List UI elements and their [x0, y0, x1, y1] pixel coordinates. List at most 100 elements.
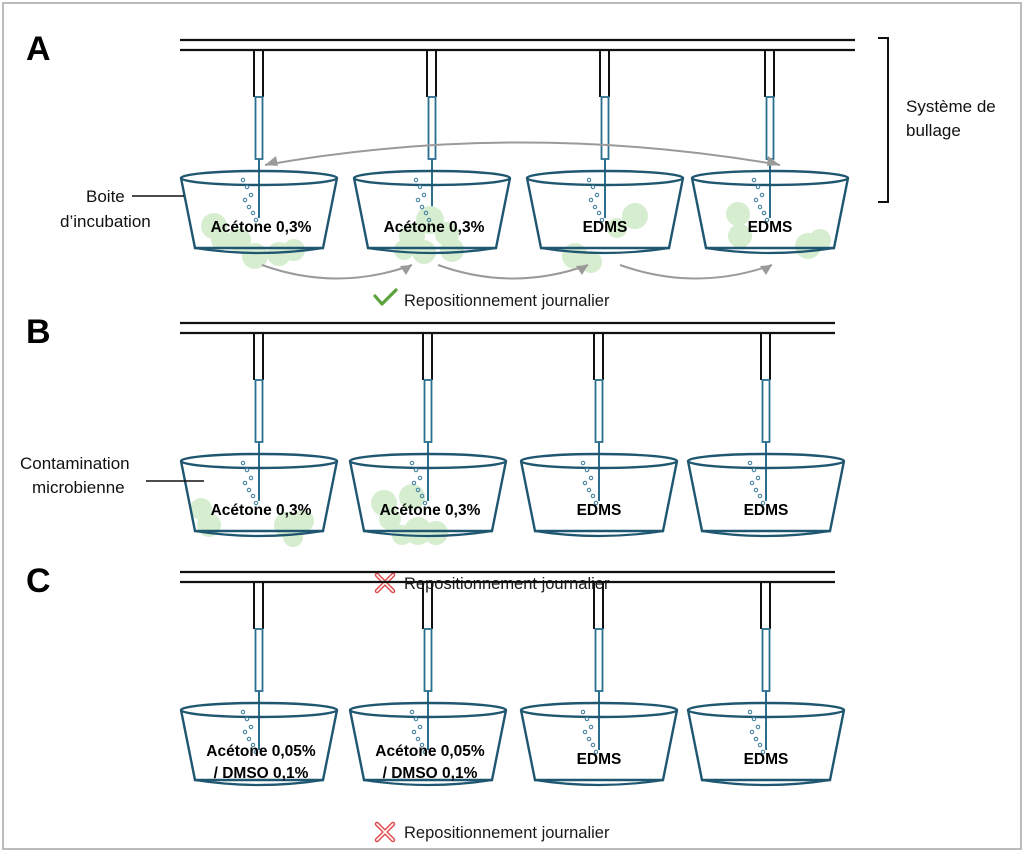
bubble — [593, 500, 599, 506]
contamination-blob — [424, 521, 448, 545]
bubble — [250, 210, 256, 216]
bubble — [253, 500, 259, 506]
status-text: Repositionnement journalier — [404, 824, 610, 842]
status-row: Repositionnement journalier — [373, 288, 610, 310]
bubbles — [240, 177, 259, 223]
bubble — [757, 493, 763, 499]
status-text: Repositionnement journalier — [404, 292, 610, 310]
bubble — [760, 749, 766, 755]
air-tube — [594, 628, 604, 692]
tank-body — [352, 177, 512, 250]
repositioning-arrows — [261, 141, 781, 280]
status-row: Repositionnement journalier — [374, 572, 610, 594]
tank-bottom-curve — [534, 529, 664, 538]
bubble — [760, 500, 766, 506]
tank-rim — [179, 701, 339, 719]
tank-body — [525, 177, 685, 250]
bubble — [242, 197, 248, 203]
tank-label: / DMSO 0,1% — [383, 765, 478, 782]
tank-bottom-curve — [363, 778, 493, 787]
cross-stroke-inner — [376, 823, 394, 841]
bubble — [246, 204, 252, 210]
air-tube — [594, 379, 604, 443]
bubble — [590, 493, 596, 499]
panel-letter: A — [26, 30, 51, 68]
bubbles — [586, 177, 605, 223]
tank-bottom-curve — [363, 529, 493, 538]
bubble — [422, 500, 428, 506]
bubble — [757, 204, 763, 210]
bubble — [753, 736, 759, 742]
drop-pipe — [760, 582, 771, 750]
bubble — [592, 204, 598, 210]
tank-label: EDMS — [583, 219, 628, 236]
incubation-tank: Acétone 0,3% — [348, 333, 508, 545]
air-tube — [254, 379, 264, 443]
bubble — [409, 460, 415, 466]
tank-label: EDMS — [577, 751, 622, 768]
bubble — [417, 475, 423, 481]
air-tube — [427, 96, 437, 160]
bubble — [242, 729, 248, 735]
bubble — [419, 493, 425, 499]
bubble — [240, 709, 246, 715]
bubble — [580, 460, 586, 466]
contamination-blob — [394, 240, 414, 260]
tank-rim — [352, 169, 512, 187]
bubble — [413, 177, 419, 183]
status-text: Repositionnement journalier — [404, 575, 610, 593]
contamination-label-line2: microbienne — [32, 478, 125, 497]
tank-label: Acétone 0,05% — [375, 743, 485, 760]
bubble — [593, 749, 599, 755]
bubble — [596, 210, 602, 216]
tank-rim — [686, 701, 846, 719]
drop-pipe — [253, 333, 264, 501]
air-tube — [254, 628, 264, 692]
tank-label: EDMS — [744, 502, 789, 519]
bubble — [755, 184, 761, 190]
bubble — [250, 493, 256, 499]
bubble — [588, 475, 594, 481]
bubble — [580, 709, 586, 715]
tank-bottom-curve — [534, 778, 664, 787]
bubble — [240, 460, 246, 466]
incubation-box-label-line1: Boite — [86, 187, 125, 206]
arrow-head — [767, 156, 780, 166]
bubble — [586, 736, 592, 742]
air-pipe — [180, 570, 835, 584]
bubble — [248, 724, 254, 730]
bubble — [253, 217, 259, 223]
air-tube — [600, 96, 610, 160]
contamination-blob — [809, 229, 831, 251]
bubble — [248, 475, 254, 481]
air-pipe — [180, 321, 835, 335]
bubble — [751, 467, 757, 473]
repositioning-arrow-bottom — [619, 264, 773, 280]
contamination-blob — [607, 218, 627, 238]
bubble — [584, 467, 590, 473]
repositioning-arrow-bottom — [437, 264, 589, 280]
incubation-tank: Acétone 0,3% — [179, 333, 339, 547]
tank-body — [519, 709, 679, 782]
tank-rim — [179, 169, 339, 187]
tank-label: Acétone 0,3% — [211, 502, 312, 519]
bubbles — [413, 177, 432, 223]
air-tube — [423, 379, 433, 443]
tank-bottom-curve — [701, 529, 831, 538]
tank-rim — [519, 452, 679, 470]
bubble — [244, 184, 250, 190]
bubble — [757, 742, 763, 748]
bubble — [753, 487, 759, 493]
arrow-head — [265, 156, 278, 166]
contamination-label-line1: Contamination — [20, 454, 130, 473]
incubation-tank: EDMS — [519, 582, 679, 787]
bubble — [411, 729, 417, 735]
bubble — [415, 487, 421, 493]
bubble — [409, 709, 415, 715]
drop-pipe — [760, 333, 771, 501]
panels-layer: A Acétone 0,3% Acétone 0,3% EDMS EDMS Reposit… — [26, 30, 855, 843]
bubble — [751, 716, 757, 722]
bubble — [426, 217, 432, 223]
arrow-head — [400, 265, 412, 275]
